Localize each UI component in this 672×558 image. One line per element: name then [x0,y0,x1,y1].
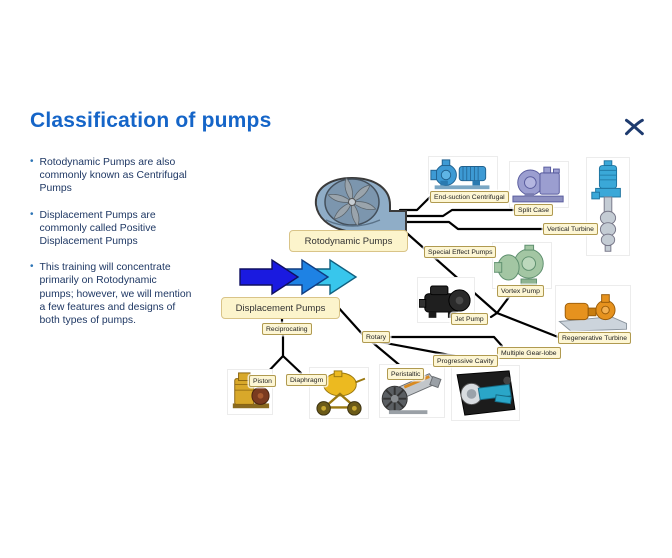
end-suction-centrifugal-image [428,156,498,194]
rotodynamic-pumps-box: Rotodynamic Pumps [289,230,408,252]
bullet-text: Displacement Pumps are commonly called P… [39,209,157,248]
peristaltic-label: Peristaltic [387,368,425,380]
connector-peristaltic [370,340,405,370]
jet-pump-image [417,277,475,323]
bullet-item: • Rotodynamic Pumps are also commonly kn… [30,156,193,196]
progressive-cavity-label: Progressive Cavity [433,355,498,367]
bullet-marker-icon: • [30,208,34,220]
connector-regenerative [495,311,560,339]
bullet-text: This training will concentrate primarily… [39,262,192,327]
bullet-marker-icon: • [30,261,34,273]
split-case-image [509,161,569,208]
connector-vertical-turbine [398,220,548,231]
rotodynamic-pump-illustration [314,176,407,233]
progressive-cavity-pump-image [451,365,520,421]
bullet-marker-icon: • [30,156,34,167]
piston-label: Piston [249,375,276,387]
arrow-dark-blue [239,258,300,296]
displacement-pumps-label: Displacement Pumps [235,302,326,314]
vortex-pump-image [492,242,552,289]
vertical-turbine-label: Vertical Turbine [543,223,598,235]
bullet-text: Rotodynamic Pumps are also commonly know… [39,157,187,195]
connector-special-effect [399,226,499,315]
connector-piston-diaphragm [263,332,303,377]
connector-split-case [398,208,519,218]
connector-vortex [495,295,511,315]
brand-x-logo-icon [625,118,644,136]
reciprocating-label: Reciprocating [262,323,312,335]
connector-rotary [335,304,366,338]
rotary-label: Rotary [362,331,391,343]
rotodynamic-pumps-label: Rotodynamic Pumps [304,235,393,247]
regenerative-turbine-image [555,285,631,335]
connector-progressive [378,340,457,358]
triple-arrow-graphic [239,258,358,296]
bullet-list: • Rotodynamic Pumps are also commonly kn… [30,156,193,340]
end-suction-centrifugal-label: End-suction Centrifugal [430,191,509,203]
regenerative-turbine-label: Regenerative Turbine [558,332,631,344]
vertical-turbine-image [586,157,630,256]
connector-multiple-gear [386,335,504,348]
displacement-pumps-box: Displacement Pumps [221,297,340,319]
bullet-item: • Displacement Pumps are commonly called… [30,209,193,249]
vortex-pump-label: Vortex Pump [497,285,544,297]
special-effect-pumps-label: Special Effect Pumps [424,246,497,258]
connector-jet [489,311,499,319]
jet-pump-label: Jet Pump [451,313,488,325]
multiple-gear-lobe-label: Multiple Gear-lobe [497,347,561,359]
split-case-label: Split Case [514,204,553,216]
page-title: Classification of pumps [30,109,272,132]
bullet-item: • This training will concentrate primari… [30,261,193,327]
diaphragm-label: Diaphragm [286,374,328,386]
